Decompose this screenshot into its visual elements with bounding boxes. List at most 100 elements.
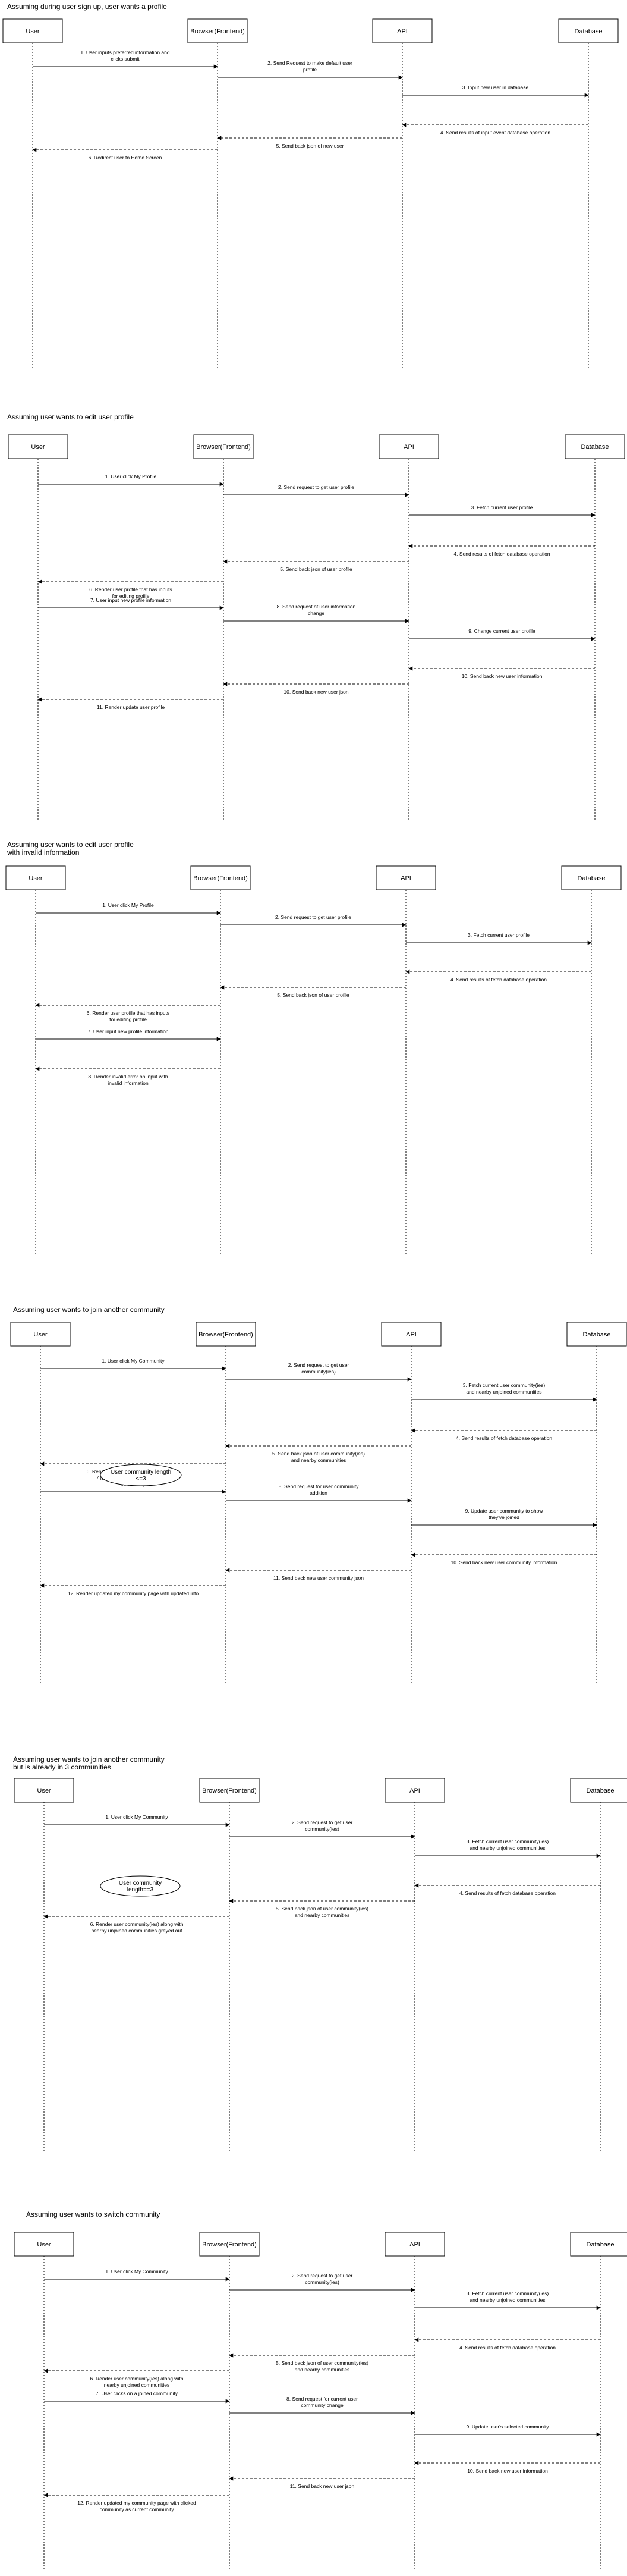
actor-api: API: [379, 434, 439, 821]
message-3: 3. Fetch current user community(ies)and …: [415, 1838, 601, 1858]
message-label: 11. Send back new user json: [290, 2483, 355, 2489]
actor-box: [558, 18, 619, 43]
diagram-title: Assuming user wants to switch community: [26, 2210, 160, 2219]
actor-label: Database: [582, 1331, 610, 1338]
message-7: 7. User input new profile information: [38, 597, 224, 610]
message-label: 11. Send back new user community json: [273, 1575, 364, 1581]
actor-box: [193, 434, 254, 459]
message-4: 4. Send results of fetch database operat…: [414, 2337, 600, 2351]
message-4: 4. Send results of fetch database operat…: [414, 1883, 600, 1896]
actor-box: [381, 1322, 442, 1347]
message-label: 7. User clicks on a joined community: [96, 2390, 178, 2396]
condition-note: User community length<=3: [100, 1464, 182, 1486]
actor-browser-frontend: Browser(Frontend): [199, 2232, 260, 2569]
message-label: 4. Send results of fetch database operat…: [459, 2345, 556, 2351]
message-10: 10. Send back new user information: [408, 666, 595, 679]
actor-box: [561, 865, 622, 890]
actor-browser-frontend: Browser(Frontend): [187, 18, 248, 370]
actor-label: User: [26, 28, 40, 35]
message-4: 4. Send results of fetch database operat…: [408, 544, 595, 557]
actor-label: User: [29, 875, 43, 882]
message-label: 3. Fetch current user community(ies)and …: [467, 1838, 549, 1851]
actor-box: [376, 865, 436, 890]
message-label: 10. Send back new user json: [283, 689, 348, 695]
message-7: 7. User clicks on a joined community: [44, 2390, 230, 2404]
actor-label: Browser(Frontend): [196, 444, 251, 451]
message-label: 7. User input new profile information: [90, 597, 171, 603]
sequence-diagram-6: Assuming user wants to switch communityU…: [14, 2210, 627, 2569]
message-11: 10. Send back new user json: [223, 682, 409, 695]
message-12: 12. Render updated my community page wit…: [43, 2493, 229, 2512]
message-2: 2. Send request to get user profile: [223, 484, 409, 497]
actor-api: API: [381, 1322, 442, 1683]
actor-api: API: [372, 18, 433, 370]
message-label: 4. Send results of input event database …: [440, 130, 551, 136]
sequence-diagram-2: Assuming user wants to edit user profile…: [7, 413, 625, 821]
message-1: 1. User click My Profile: [36, 902, 221, 915]
message-label: 4. Send results of fetch database operat…: [459, 1890, 556, 1896]
diagram-title: Assuming during user sign up, user wants…: [7, 2, 167, 11]
condition-ellipse: [100, 1875, 181, 1897]
message-9: 9. Change current user profile: [409, 628, 596, 641]
actor-label: API: [397, 28, 408, 35]
actor-label: Database: [586, 2241, 614, 2248]
message-5: 5. Send back json of user profile: [220, 985, 406, 998]
actor-browser-frontend: Browser(Frontend): [196, 1322, 256, 1683]
actor-box: [565, 434, 625, 459]
message-1: 1. User inputs preferred information and…: [33, 49, 218, 69]
message-label: 3. Input new user in database: [462, 84, 529, 90]
message-label: 1. User click My Profile: [105, 473, 157, 479]
actor-label: Database: [577, 875, 605, 882]
message-12: 12. Render updated my community page wit…: [40, 1583, 226, 1596]
actor-user: User: [8, 434, 68, 821]
actor-box: [372, 18, 433, 43]
actor-box: [190, 865, 251, 890]
message-label: 5. Send back json of new user: [276, 143, 344, 149]
actor-box: [199, 2232, 260, 2257]
message-3: 3. Fetch current user profile: [406, 932, 592, 945]
message-label: 6. Render user community(ies) along with…: [90, 2376, 184, 2388]
actor-label: Browser(Frontend): [190, 28, 245, 35]
message-9: 9. Update user's selected community: [415, 2424, 601, 2437]
message-5: 5. Send back json of new user: [217, 136, 402, 149]
actor-database: Database: [566, 1322, 627, 1683]
actor-box: [2, 18, 63, 43]
message-5: 5. Send back json of user profile: [223, 559, 409, 572]
sequence-diagram-4: Assuming user wants to join another comm…: [10, 1306, 627, 1683]
actor-label: User: [31, 444, 45, 451]
message-label: 5. Send back json of user community(ies)…: [276, 2360, 368, 2373]
message-label: 7. User input new profile information: [87, 1028, 168, 1034]
actor-user: User: [14, 2232, 74, 2569]
message-label: 9. Update user's selected community: [466, 2424, 549, 2430]
message-3: 3. Fetch current user community(ies)and …: [415, 2291, 601, 2310]
actor-label: Database: [581, 444, 609, 451]
actor-browser-frontend: Browser(Frontend): [193, 434, 254, 821]
actor-database: Database: [570, 2232, 627, 2569]
actor-user: User: [2, 18, 63, 370]
actor-label: API: [406, 1331, 417, 1338]
message-1: 1. User click My Community: [40, 1358, 226, 1371]
message-4: 4. Send results of input event database …: [402, 123, 588, 136]
message-6: 6. Render user community(ies) along with…: [43, 2368, 229, 2388]
message-12: 11. Render update user profile: [37, 697, 223, 710]
message-5: 5. Send back json of user community(ies)…: [229, 1899, 415, 1918]
actor-database: Database: [558, 18, 619, 370]
message-label: 10. Send back new user community informa…: [450, 1560, 557, 1565]
message-7: 7. User input new profile information: [36, 1028, 221, 1041]
message-label: 1. User click My Community: [105, 1814, 168, 1820]
message-label: 10. Send back new user information: [462, 673, 543, 679]
